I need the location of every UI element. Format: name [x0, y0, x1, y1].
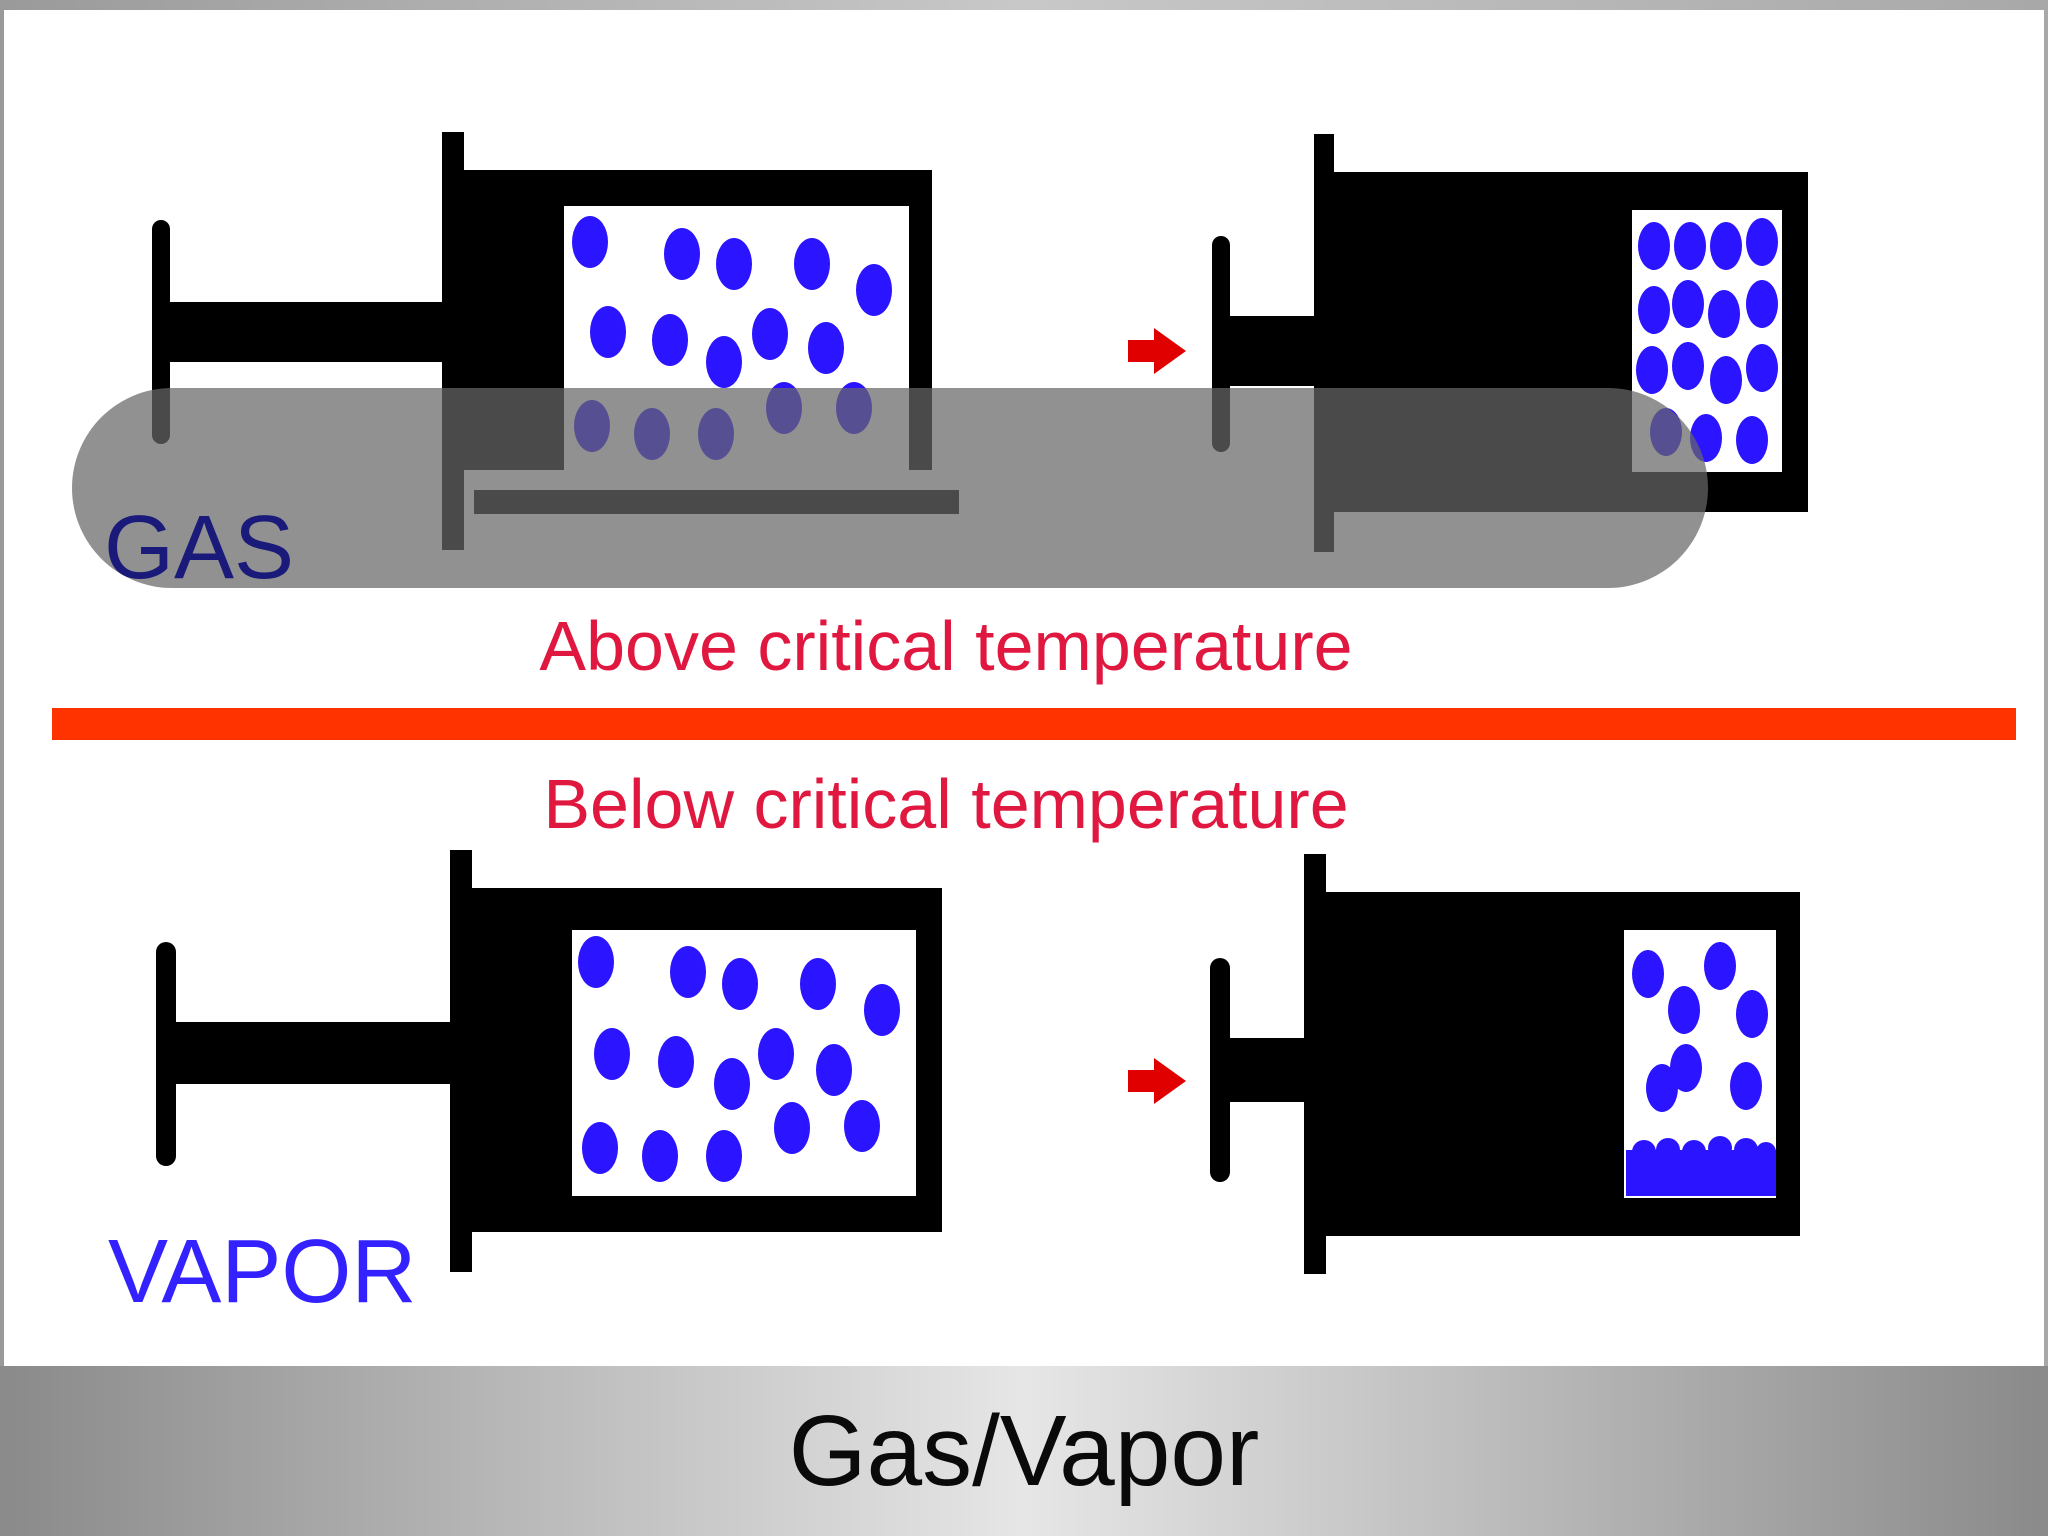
slide-title: Gas/Vapor — [788, 1395, 1260, 1507]
divider-line — [52, 708, 2016, 740]
diagram-panel: GAS Above critical temperature Below cri… — [4, 10, 2044, 1366]
arrow-right-icon — [1128, 328, 1186, 374]
above-critical-temperature-label: Above critical temperature — [539, 607, 1352, 685]
gas-highlight-band — [72, 388, 1708, 588]
vapor-molecules-compressed — [1632, 942, 1768, 1112]
syringe-vapor-compressed — [1210, 854, 1800, 1274]
gas-molecules-compressed — [1636, 218, 1778, 464]
caption-bar: Gas/Vapor — [0, 1366, 2048, 1536]
vapor-molecules-uncompressed — [578, 936, 900, 1182]
syringe-vapor-uncompressed — [156, 850, 942, 1272]
gas-label: GAS — [104, 498, 294, 598]
below-critical-temperature-label: Below critical temperature — [543, 765, 1348, 843]
condensed-liquid — [1626, 1136, 1776, 1196]
arrow-right-icon — [1128, 1058, 1186, 1104]
gas-vapor-diagram: GAS Above critical temperature Below cri… — [52, 132, 2016, 1322]
vapor-label: VAPOR — [108, 1222, 416, 1322]
